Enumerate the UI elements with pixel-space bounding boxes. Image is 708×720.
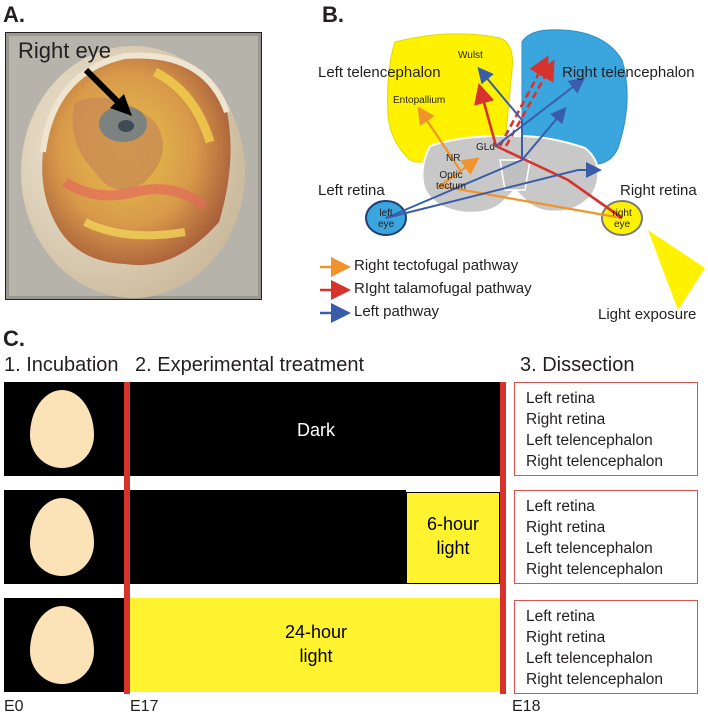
dissection-box-row-3: Left retina Right retina Left telencepha… — [514, 600, 698, 694]
day-e0: E0 — [4, 698, 24, 715]
tissue-item: Right retina — [526, 629, 606, 646]
visual-pathway-diagram — [320, 29, 705, 323]
panel-a-label: A. — [3, 2, 25, 27]
dark-part-bar — [130, 490, 406, 584]
dissection-box-row-2: Left retina Right retina Left telencepha… — [514, 490, 698, 584]
light-exposure-label: Light exposure — [598, 306, 697, 323]
optic-tectum-label: Optic tectum — [436, 170, 466, 192]
right-telencephalon-label: Right telencephalon — [562, 64, 695, 81]
stage-experimental-treatment: 2. Experimental treatment — [135, 354, 364, 376]
light-cone-shape — [648, 230, 705, 310]
panel-b-label: B. — [322, 2, 344, 27]
right-eye-line1: right — [612, 208, 632, 219]
left-eye-line1: left — [379, 208, 393, 219]
tissue-item: Right retina — [526, 519, 606, 536]
entopallium-label: Entopallium — [393, 95, 446, 106]
egg-icon — [30, 606, 94, 684]
day-e18: E18 — [512, 698, 541, 715]
condition-6h-label: 6-hour light — [406, 512, 500, 560]
stage-dissection: 3. Dissection — [520, 354, 635, 376]
wulst-label: Wulst — [458, 50, 483, 61]
tissue-item: Left retina — [526, 608, 595, 625]
e18-timepoint-line — [500, 382, 506, 694]
condition-24h-line1: 24-hour — [284, 622, 348, 642]
stage-incubation: 1. Incubation — [4, 354, 119, 376]
legend-left-pathway: Left pathway — [354, 303, 440, 320]
tissue-item: Left retina — [526, 498, 595, 515]
right-eye-label: right eye — [608, 208, 636, 230]
six-hour-light-bar — [406, 492, 500, 584]
e17-timepoint-line — [124, 382, 130, 694]
day-e17: E17 — [130, 698, 159, 715]
condition-24h-line2: light — [299, 646, 333, 666]
egg-icon — [30, 498, 94, 576]
dark-treatment-bar — [130, 382, 502, 476]
condition-6h-line2: light — [436, 538, 470, 558]
left-telencephalon-label: Left telencephalon — [318, 64, 441, 81]
tissue-item: Left telencephalon — [526, 540, 653, 557]
legend-tectofugal: Right tectofugal pathway — [354, 257, 519, 274]
condition-24h-label: 24-hour light — [130, 620, 502, 668]
nr-label: NR — [446, 153, 461, 164]
condition-6h-line1: 6-hour — [426, 514, 480, 534]
egg-photo — [4, 31, 263, 301]
right-retina-label: Right retina — [620, 182, 697, 199]
arrow-icon — [83, 67, 132, 116]
twenty-four-hour-light-bar — [130, 598, 502, 692]
condition-dark-label: Dark — [296, 420, 335, 440]
optic-tectum-line1: Optic — [439, 170, 463, 181]
left-eye-label: left eye — [374, 208, 398, 230]
tissue-item: Right telencephalon — [526, 561, 664, 578]
left-retina-label: Left retina — [318, 182, 385, 199]
panel-c-label: C. — [3, 326, 25, 351]
legend-thalamofugal: RIght talamofugal pathway — [354, 280, 532, 297]
dissection-box-row-1: Left retina Right retina Left telencepha… — [514, 382, 698, 476]
left-eye-line2: eye — [377, 219, 395, 230]
egg-icon — [30, 390, 94, 468]
tissue-item: Right retina — [526, 411, 606, 428]
optic-tectum-line2: tectum — [436, 181, 467, 192]
right-eye-line2: eye — [613, 219, 631, 230]
right-eye-annotation: Right eye — [18, 38, 111, 63]
tissue-item: Right telencephalon — [526, 453, 664, 470]
tissue-item: Left telencephalon — [526, 650, 653, 667]
tissue-item: Right telencephalon — [526, 671, 664, 688]
tissue-item: Left retina — [526, 390, 595, 407]
gld-label: GLd — [476, 142, 495, 153]
tissue-item: Left telencephalon — [526, 432, 653, 449]
